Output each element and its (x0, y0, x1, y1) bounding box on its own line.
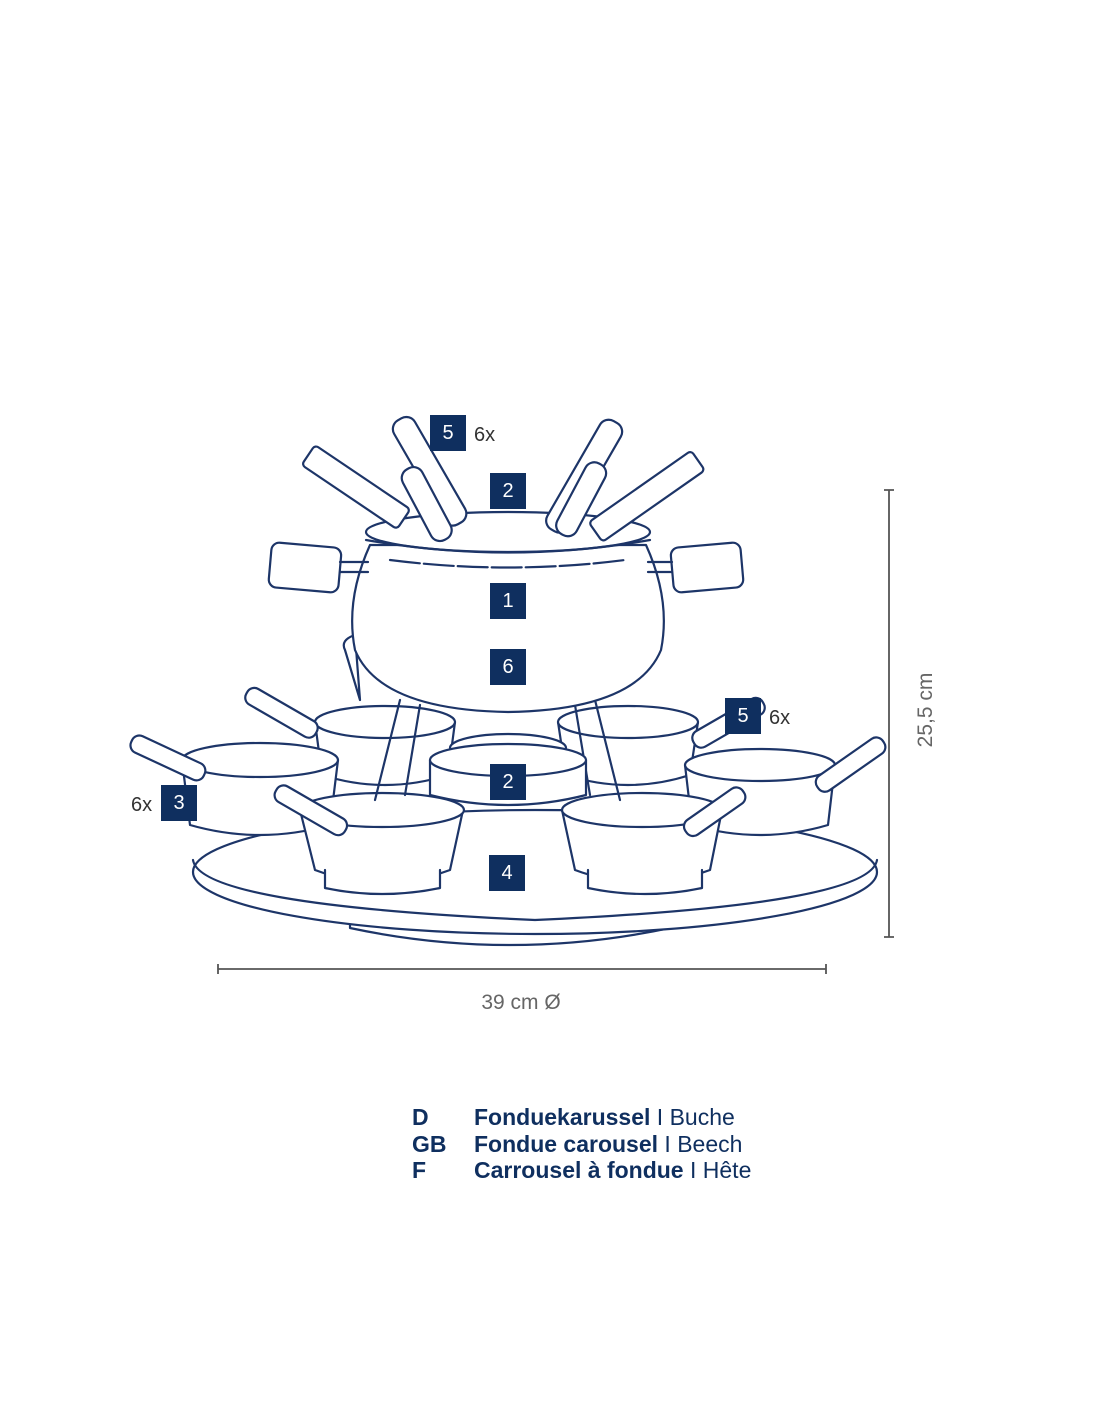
separator: I (683, 1157, 703, 1183)
svg-text:4: 4 (501, 862, 512, 884)
material: Buche (669, 1104, 735, 1130)
callout-multiplier: 6x (769, 707, 790, 729)
language-code: D (412, 1104, 429, 1130)
material: Beech (677, 1130, 743, 1157)
callout-multiplier: 6x (474, 424, 495, 446)
callout-2-lid: 2 (490, 473, 526, 509)
legend-row-f: F Carrousel à fondue I Hête (412, 1157, 751, 1184)
legend-row-d: D Fonduekarussel I Buche (412, 1104, 751, 1131)
svg-text:2: 2 (502, 480, 513, 502)
svg-text:5: 5 (442, 422, 453, 444)
separator: I (658, 1130, 678, 1157)
product-name: Carrousel à fondue (474, 1157, 684, 1183)
svg-text:1: 1 (502, 590, 513, 612)
product-name: Fondue carousel (474, 1130, 659, 1157)
callout-1-pot: 1 (490, 583, 526, 619)
language-code: F (412, 1157, 427, 1183)
callout-6-stand: 6 (490, 649, 526, 685)
svg-text:5: 5 (737, 705, 748, 727)
diameter-dimension: 39 cm Ø (217, 964, 827, 1014)
callout-2-burner: 2 (490, 764, 526, 800)
svg-text:6: 6 (502, 656, 513, 678)
product-name: Fonduekarussel (474, 1104, 651, 1130)
height-label: 25,5 cm (914, 673, 937, 748)
callout-5-fork-bowl: 5 (725, 698, 761, 734)
callout-4-turntable: 4 (489, 855, 525, 891)
pot-forks-illustration (302, 415, 705, 543)
callout-multiplier: 6x (131, 794, 152, 816)
material: Hête (702, 1157, 752, 1183)
callout-3-bowl: 3 (161, 785, 197, 821)
language-code: GB (412, 1130, 447, 1157)
svg-text:3: 3 (173, 792, 184, 814)
height-dimension: 25,5 cm (884, 489, 937, 938)
legend-row-gb: GB Fondue carousel I Beech (412, 1131, 751, 1158)
diameter-label: 39 cm Ø (481, 991, 560, 1014)
product-legend: D Fonduekarussel I Buche GB Fondue carou… (412, 1104, 751, 1184)
callout-5-fork-top: 5 (430, 415, 466, 451)
separator: I (650, 1104, 670, 1130)
svg-text:2: 2 (502, 771, 513, 793)
